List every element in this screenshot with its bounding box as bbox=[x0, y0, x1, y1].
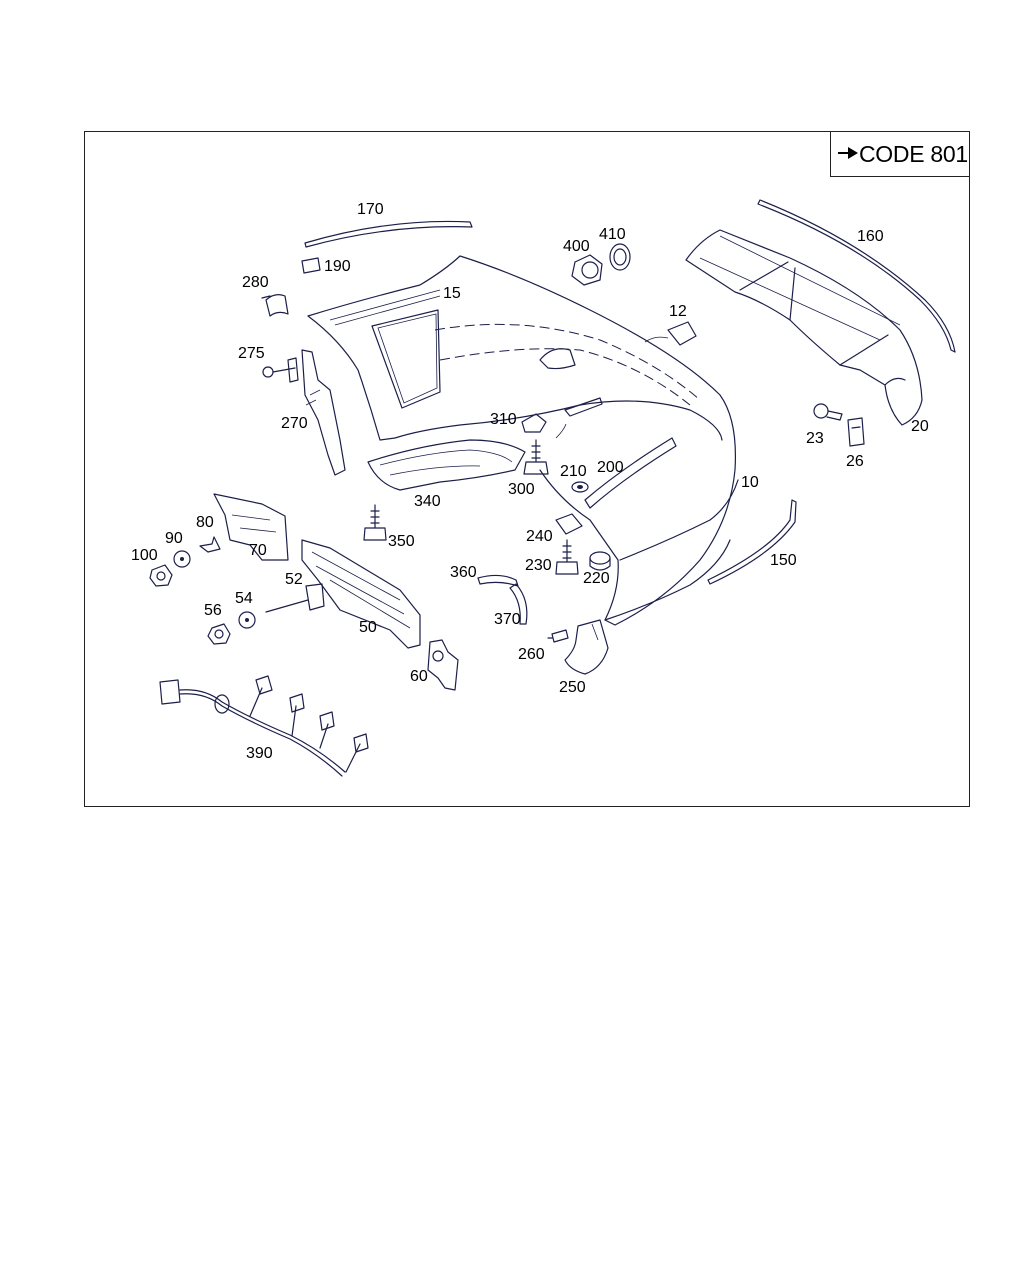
part-240-bracket bbox=[555, 513, 583, 535]
callout-60: 60 bbox=[410, 668, 428, 685]
part-310-clip bbox=[521, 413, 547, 433]
part-56-nut bbox=[207, 623, 231, 645]
callout-300: 300 bbox=[508, 481, 535, 498]
part-23-bolt bbox=[813, 403, 843, 421]
callout-340: 340 bbox=[414, 493, 441, 510]
part-60-sensor-holder bbox=[427, 639, 459, 691]
callout-50: 50 bbox=[359, 619, 377, 636]
callout-310: 310 bbox=[490, 411, 517, 428]
callout-275: 275 bbox=[238, 345, 265, 362]
callout-52: 52 bbox=[285, 571, 303, 588]
callout-100: 100 bbox=[131, 547, 158, 564]
part-160-trim-strip bbox=[757, 199, 956, 353]
part-260-pin bbox=[547, 629, 569, 643]
callout-23: 23 bbox=[806, 430, 824, 447]
part-250-mud-flap bbox=[564, 619, 609, 675]
callout-15: 15 bbox=[443, 285, 461, 302]
part-410-sensor-ring bbox=[609, 243, 631, 271]
callout-12: 12 bbox=[669, 303, 687, 320]
callout-400: 400 bbox=[563, 238, 590, 255]
part-20-diffuser bbox=[685, 229, 923, 426]
callout-210: 210 bbox=[560, 463, 587, 480]
callout-170: 170 bbox=[357, 201, 384, 218]
part-90-washer bbox=[173, 550, 191, 568]
callout-220: 220 bbox=[583, 570, 610, 587]
part-340-tray bbox=[367, 439, 526, 491]
part-360-strip bbox=[477, 574, 519, 587]
part-390-wiring-harness bbox=[159, 675, 369, 777]
callout-240: 240 bbox=[526, 528, 553, 545]
part-230-screw bbox=[555, 539, 579, 575]
part-26-clip bbox=[847, 417, 865, 447]
part-270-side-bracket bbox=[301, 349, 346, 476]
callout-90: 90 bbox=[165, 530, 183, 547]
diagram-frame bbox=[84, 131, 970, 807]
part-200-reflector-strip bbox=[584, 437, 677, 509]
part-15-reflector-panel bbox=[371, 309, 441, 409]
callout-70: 70 bbox=[249, 542, 267, 559]
part-370-strip bbox=[509, 583, 528, 625]
part-70-mount-bracket bbox=[213, 493, 289, 561]
callout-390: 390 bbox=[246, 745, 273, 762]
arrow-right-icon bbox=[838, 147, 858, 159]
code-label: CODE 801 bbox=[859, 141, 968, 167]
callout-150: 150 bbox=[770, 552, 797, 569]
callout-10: 10 bbox=[741, 474, 759, 491]
callout-26: 26 bbox=[846, 453, 864, 470]
callout-190: 190 bbox=[324, 258, 351, 275]
callout-230: 230 bbox=[525, 557, 552, 574]
part-10-bumper-cover bbox=[307, 255, 739, 626]
callout-280: 280 bbox=[242, 274, 269, 291]
part-150-trim-strip bbox=[707, 499, 797, 585]
callout-350: 350 bbox=[388, 533, 415, 550]
part-12-tow-hook-cover bbox=[644, 321, 697, 346]
part-275-push-pin bbox=[262, 357, 299, 383]
callout-410: 410 bbox=[599, 226, 626, 243]
callout-56: 56 bbox=[204, 602, 222, 619]
part-80-stud bbox=[199, 536, 221, 553]
part-210-washer bbox=[571, 481, 589, 493]
part-wire-lead bbox=[555, 423, 567, 439]
part-220-nut bbox=[589, 551, 611, 571]
callout-270: 270 bbox=[281, 415, 308, 432]
part-190-clip bbox=[301, 257, 321, 274]
callout-54: 54 bbox=[235, 590, 253, 607]
part-280-clip bbox=[261, 294, 289, 317]
callout-250: 250 bbox=[559, 679, 586, 696]
part-300-screw bbox=[523, 439, 549, 475]
part-350-screw bbox=[363, 504, 387, 541]
callout-160: 160 bbox=[857, 228, 884, 245]
part-400-parking-sensor bbox=[571, 254, 603, 286]
callout-80: 80 bbox=[196, 514, 214, 531]
callout-360: 360 bbox=[450, 564, 477, 581]
callout-200: 200 bbox=[597, 459, 624, 476]
callout-370: 370 bbox=[494, 611, 521, 628]
part-50-impact-absorber bbox=[301, 539, 421, 649]
part-52-bolt bbox=[265, 583, 325, 613]
part-54-washer bbox=[238, 611, 256, 629]
part-100-nut bbox=[149, 564, 173, 587]
part-170-trim-strip bbox=[304, 220, 473, 248]
callout-20: 20 bbox=[911, 418, 929, 435]
part-bracket-small bbox=[564, 397, 603, 417]
callout-260: 260 bbox=[518, 646, 545, 663]
